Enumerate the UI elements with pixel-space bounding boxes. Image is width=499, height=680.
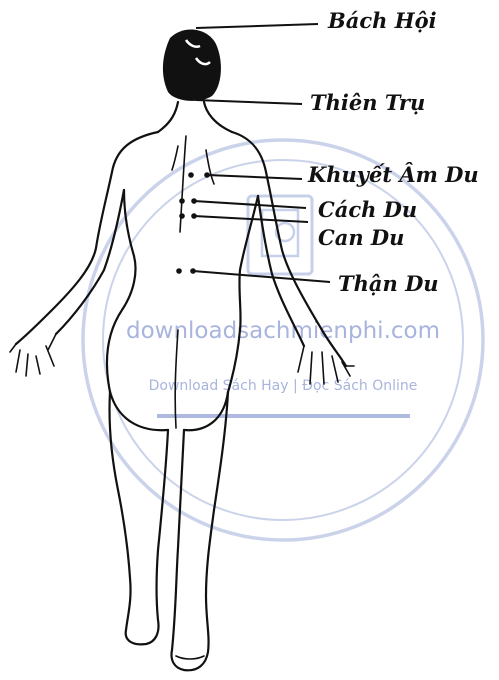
leader-bach-hoi bbox=[196, 24, 318, 28]
left-hand bbox=[10, 334, 56, 376]
left-arm-outer bbox=[16, 132, 158, 344]
point-can-du-left bbox=[179, 213, 185, 219]
watermark: downloadsachmienphi.com Download Sách Ha… bbox=[83, 140, 483, 540]
label-than-du: Thận Du bbox=[338, 271, 439, 296]
left-buttock bbox=[110, 392, 168, 430]
label-khuyet-am-du: Khuyết Âm Du bbox=[307, 162, 479, 187]
point-than-du-left bbox=[176, 268, 182, 274]
label-thien-tru: Thiên Trụ bbox=[310, 90, 425, 115]
label-cach-du: Cách Du bbox=[318, 197, 417, 222]
watermark-site-text: downloadsachmienphi.com bbox=[126, 318, 440, 344]
point-khuyet-am-du-left bbox=[188, 172, 194, 178]
torso-right bbox=[228, 196, 258, 392]
watermark-tagline: Download Sách Hay | Đọc Sách Online bbox=[149, 378, 418, 394]
left-leg-inner bbox=[157, 430, 169, 620]
leader-khuyet-am-du bbox=[207, 175, 302, 179]
label-bach-hoi: Bách Hội bbox=[327, 8, 437, 33]
right-foot-detail bbox=[176, 656, 204, 659]
human-figure-back-view bbox=[10, 29, 354, 670]
point-cach-du-left bbox=[179, 198, 185, 204]
label-can-du: Can Du bbox=[318, 225, 404, 250]
hair bbox=[163, 29, 221, 100]
left-scapula bbox=[172, 146, 178, 170]
leader-thien-tru bbox=[196, 100, 302, 104]
right-buttock bbox=[184, 392, 228, 430]
right-leg-inner bbox=[172, 430, 184, 650]
point-labels: Bách Hội Thiên Trụ Khuyết Âm Du Cách Du … bbox=[307, 8, 479, 296]
neck-right bbox=[204, 102, 232, 132]
leader-cach-du bbox=[194, 201, 306, 208]
watermark-underline bbox=[157, 414, 410, 418]
neck-left bbox=[158, 102, 178, 132]
